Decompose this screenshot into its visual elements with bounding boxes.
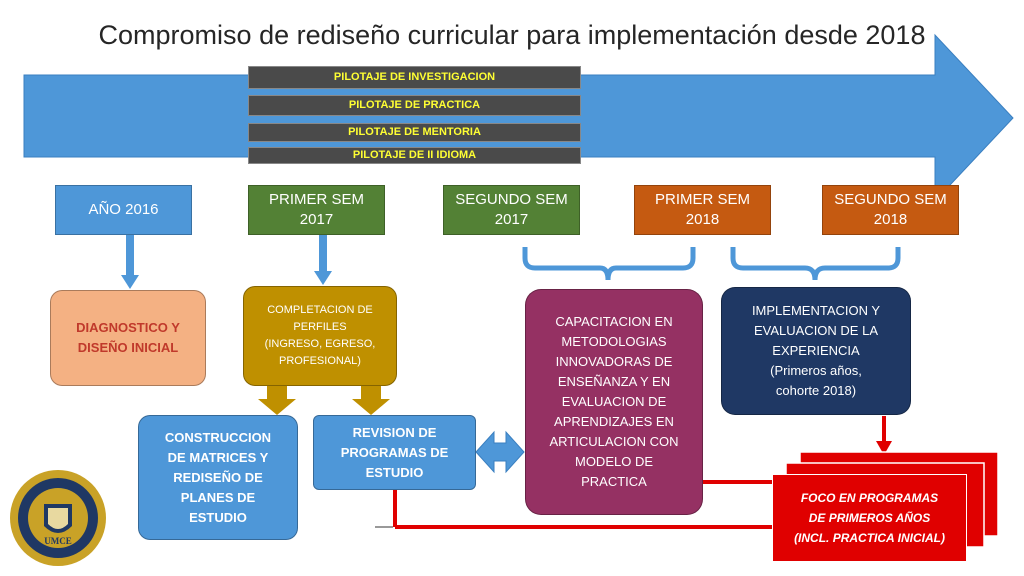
timeline-arrow [23, 33, 1014, 203]
box-completacion: COMPLETACION DE PERFILES (INGRESO, EGRES… [243, 286, 397, 386]
pilot-idioma: PILOTAJE DE II IDIOMA [248, 147, 581, 164]
red-connector-revision [393, 490, 775, 529]
down-arrow-2017 [314, 235, 332, 285]
brace-2018 [730, 247, 901, 281]
box-construccion: CONSTRUCCION DE MATRICES Y REDISEÑO DE P… [138, 415, 298, 540]
period-primer-sem-2018: PRIMER SEM 2018 [634, 185, 771, 235]
box-foco: FOCO EN PROGRAMAS DE PRIMEROS AÑOS (INCL… [772, 474, 967, 562]
down-arrow-2016 [121, 235, 139, 289]
box-implementacion: IMPLEMENTACION Y EVALUACION DE LA EXPERI… [721, 287, 911, 415]
red-arrowhead-implementacion [876, 441, 892, 455]
period-ano-2016: AÑO 2016 [55, 185, 192, 235]
page-title: Compromiso de rediseño curricular para i… [98, 20, 926, 50]
double-arrow [475, 430, 525, 474]
gold-arrow-right [352, 386, 390, 415]
pilot-practica: PILOTAJE DE PRACTICA [248, 95, 581, 116]
pilot-mentoria: PILOTAJE DE MENTORIA [248, 123, 581, 142]
box-diagnostico: DIAGNOSTICO Y DISEÑO INICIAL [50, 290, 206, 386]
period-segundo-sem-2018: SEGUNDO SEM 2018 [822, 185, 959, 235]
university-seal-icon: UMCE [10, 470, 106, 566]
logo-text: UMCE [44, 536, 72, 546]
pilot-investigacion: PILOTAJE DE INVESTIGACION [248, 66, 581, 89]
period-segundo-sem-2017: SEGUNDO SEM 2017 [443, 185, 580, 235]
period-primer-sem-2017: PRIMER SEM 2017 [248, 185, 385, 235]
box-revision: REVISION DE PROGRAMAS DE ESTUDIO [313, 415, 476, 490]
gold-arrow-left [258, 386, 296, 415]
brace-2017 [522, 247, 696, 281]
box-capacitacion: CAPACITACION EN METODOLOGIAS INNOVADORAS… [525, 289, 703, 515]
